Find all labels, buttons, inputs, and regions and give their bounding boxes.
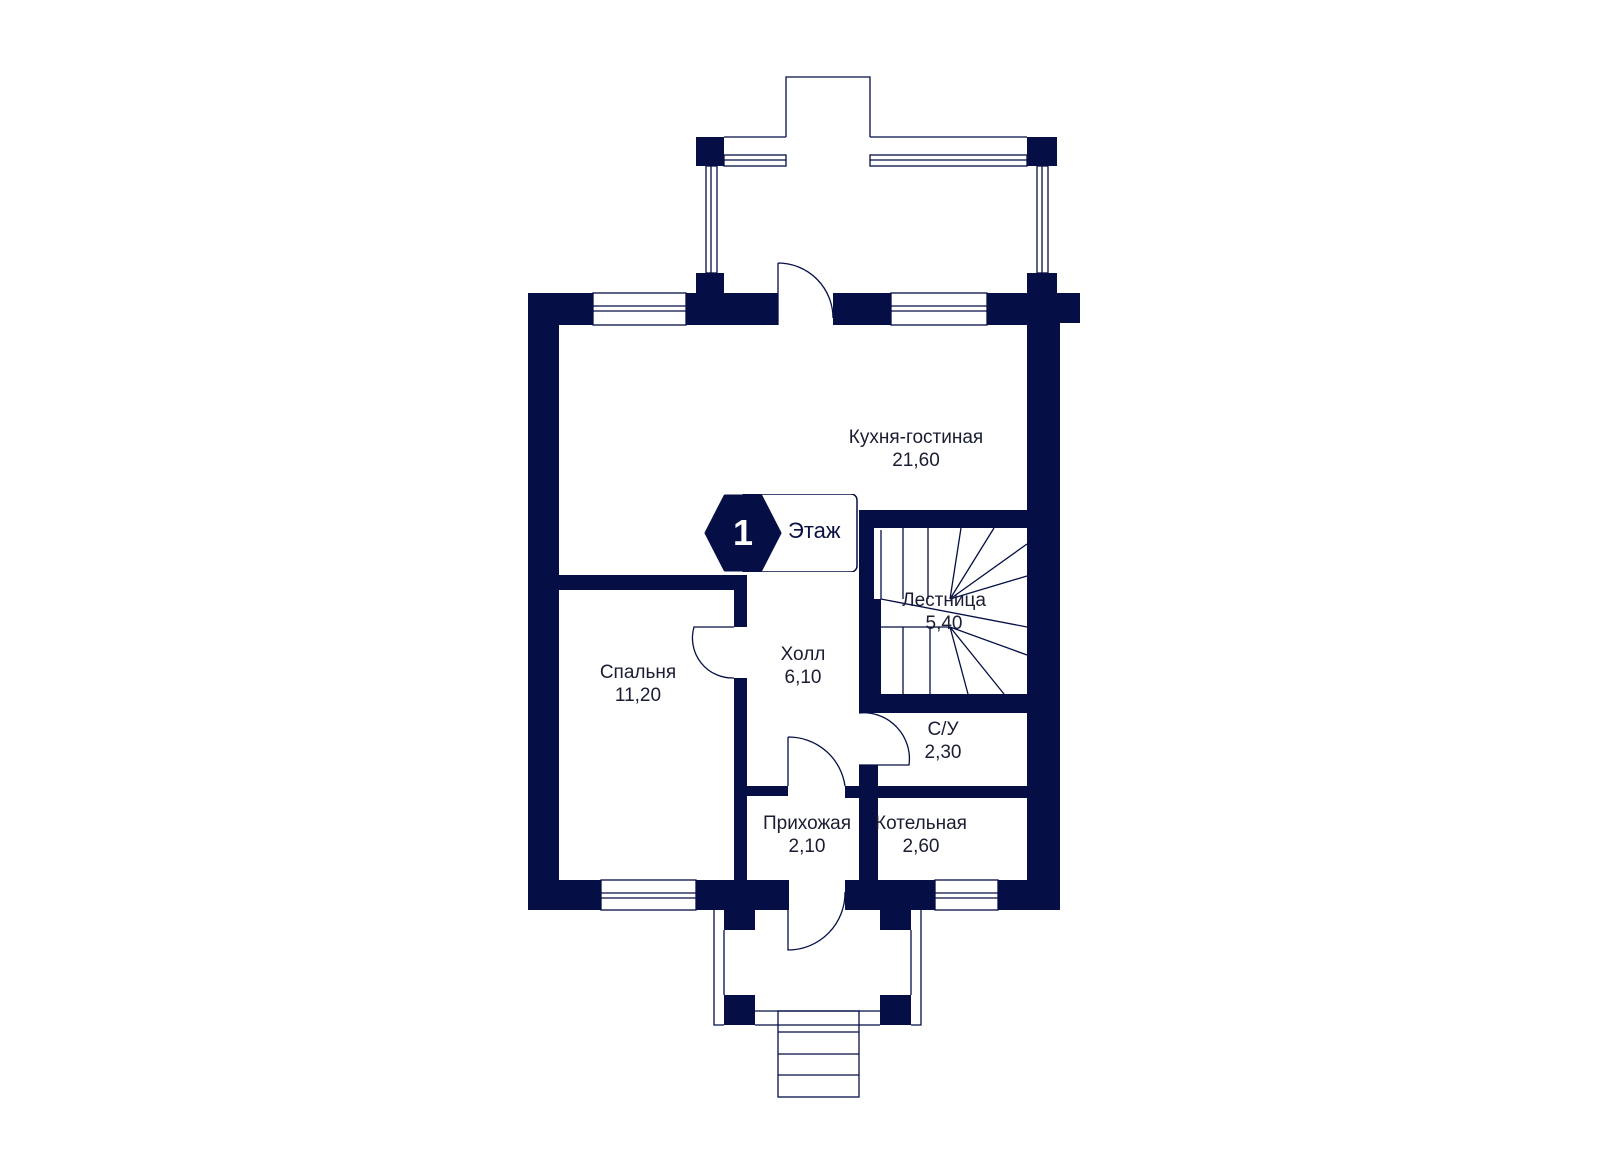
wall-bottom-segment [696, 880, 789, 910]
window [600, 879, 697, 911]
wall-boiler-top [845, 786, 1027, 798]
wall-right [1027, 293, 1060, 910]
post [1027, 273, 1057, 295]
porch-outline [911, 907, 922, 1026]
room-area: 2,30 [924, 742, 962, 763]
wall-bottom-segment [998, 880, 1060, 910]
room-area: 11,20 [614, 685, 662, 706]
door-entrance [787, 880, 846, 951]
room-boiler: Котельная 2,60 [866, 812, 976, 858]
door-hall [787, 736, 846, 787]
room-name: С/У [927, 719, 959, 740]
post [724, 995, 755, 1025]
room-bathroom: С/У 2,30 [903, 718, 983, 764]
window [890, 292, 988, 326]
room-area: 21,60 [892, 450, 940, 471]
walls [528, 137, 1080, 1025]
post [880, 907, 911, 930]
wall-bottom-segment [528, 880, 601, 910]
room-area: 6,10 [784, 667, 822, 688]
hexagon-icon [704, 494, 782, 572]
floor-number: 1 [732, 512, 754, 553]
post [724, 907, 755, 930]
room-area: 5,40 [925, 613, 963, 634]
wall-left [528, 293, 559, 910]
wall-entrance-right [859, 765, 878, 880]
wall-top-segment [528, 293, 593, 325]
room-name: Котельная [875, 813, 967, 834]
post [696, 273, 724, 295]
room-name: Спальня [599, 662, 677, 683]
floor-badge: 1 Этаж [704, 494, 859, 572]
wall-stair-bottom [859, 694, 1027, 713]
room-staircase: Лестница 5,40 [871, 589, 1017, 635]
window [934, 879, 999, 911]
room-hall: Холл 6,10 [753, 643, 853, 689]
wall-stair-left [859, 599, 881, 709]
room-area: 2,60 [902, 836, 940, 857]
wall-bedroom-top [559, 575, 747, 590]
porch-outline [713, 907, 724, 1026]
room-area: 2,10 [788, 836, 826, 857]
wall-bottom-segment [845, 880, 935, 910]
room-name: Кухня-гостиная [848, 427, 984, 448]
door-bedroom [691, 626, 735, 679]
door-bathroom [858, 712, 911, 766]
room-name: Лестница [902, 590, 986, 611]
post [1027, 137, 1057, 166]
wall-bedroom-right [734, 575, 747, 627]
window [592, 292, 687, 326]
room-name: Холл [780, 644, 826, 665]
wall-stair-top [859, 510, 1027, 528]
post [696, 137, 724, 166]
wall-top-segment [686, 293, 778, 325]
room-bedroom: Спальня 11,20 [578, 661, 698, 707]
floor-label: Этаж [788, 518, 841, 543]
staircase-treads [880, 527, 1028, 695]
room-kitchen-living: Кухня-гостиная 21,60 [816, 426, 1016, 472]
wall-stair-left [859, 525, 874, 599]
floor-badge-shape [704, 494, 858, 572]
post [880, 995, 911, 1025]
wall-entrance-top [747, 786, 788, 796]
wall-bedroom-right [734, 678, 747, 880]
wall-top-segment [833, 293, 891, 325]
porch-outline [785, 76, 871, 137]
room-entrance: Прихожая 2,10 [752, 812, 862, 858]
door-porch [777, 262, 834, 325]
wall-top-segment [1060, 293, 1080, 323]
thin-lines [592, 76, 1049, 1098]
room-name: Прихожая [762, 813, 852, 834]
wall-top-segment [987, 293, 1060, 325]
